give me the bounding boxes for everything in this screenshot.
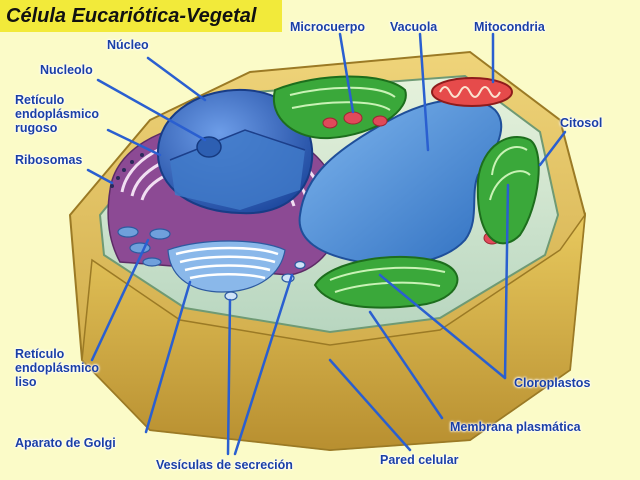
label-pared-celular: Pared celular <box>380 453 459 467</box>
cell-wall-front <box>81 212 587 451</box>
nucleolus <box>196 136 222 158</box>
chloroplast-bottom <box>313 256 459 309</box>
label-aparato-golgi: Aparato de Golgi <box>15 436 116 450</box>
label-vesiculas: Vesículas de secreción <box>156 458 293 472</box>
label-cloroplastos: Cloroplastos <box>514 376 591 390</box>
label-nucleo: Núcleo <box>107 38 149 52</box>
label-reticulo-liso: Retículo endoplásmico liso <box>15 347 100 389</box>
label-reticulo-rugoso: Retículo endoplásmico rugoso <box>15 93 100 135</box>
label-membrana: Membrana plasmática <box>450 420 581 434</box>
label-mitocondria: Mitocondria <box>474 20 545 34</box>
diagram-title: Célula Eucariótica-Vegetal <box>0 0 282 32</box>
secretion-vesicles <box>224 260 306 301</box>
label-ribosomas: Ribosomas <box>15 153 83 167</box>
ribosomes <box>110 153 144 188</box>
label-nucleolo: Nucleolo <box>40 63 93 77</box>
label-microcuerpo: Microcuerpo <box>290 20 366 34</box>
nucleus <box>156 88 314 215</box>
label-vacuola: Vacuola <box>390 20 438 34</box>
pointer-lines <box>86 32 567 456</box>
mitochondrion <box>431 77 513 107</box>
label-citosol: Citosol <box>560 116 603 130</box>
golgi-apparatus <box>167 240 286 293</box>
